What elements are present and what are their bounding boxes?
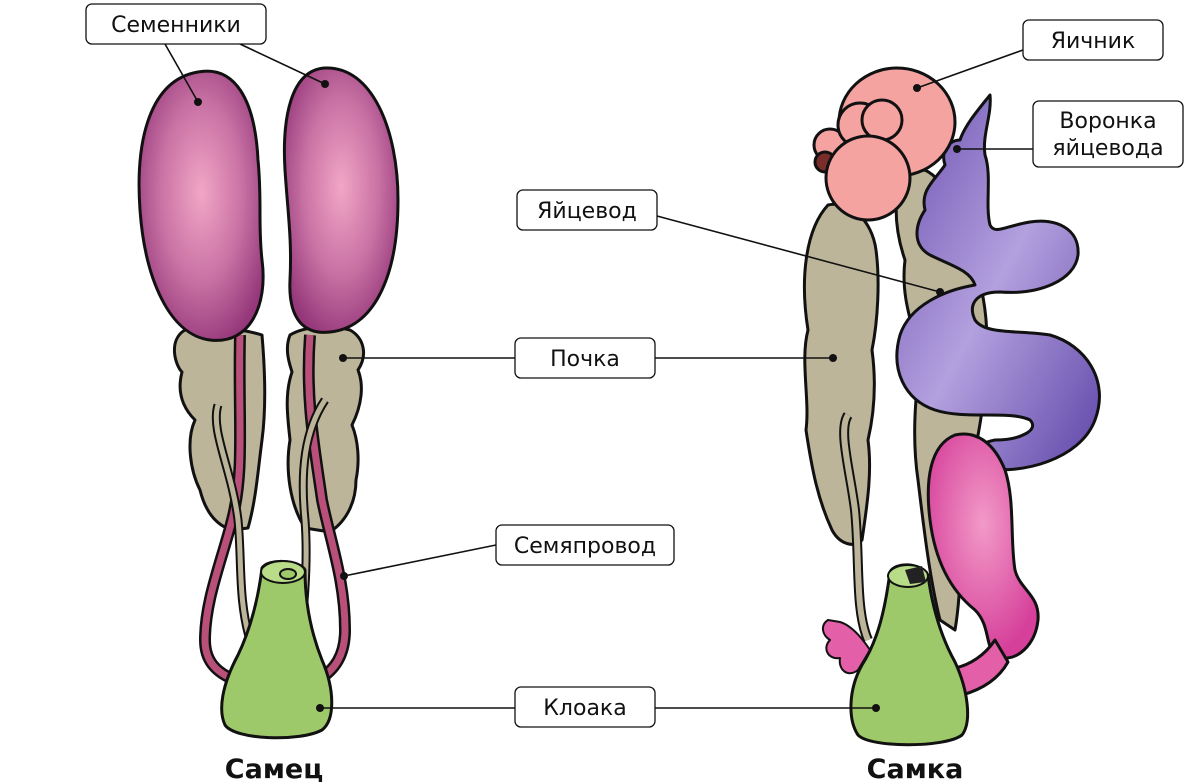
- male-organs: [137, 66, 400, 740]
- label-infundibulum-line1: Воронка: [1059, 109, 1156, 134]
- male-testis-right: [282, 66, 400, 334]
- label-cloaca-text: Клоака: [543, 696, 626, 721]
- caption-female: Самка: [867, 754, 964, 784]
- leader-lines: [164, 43, 1033, 712]
- label-ovary: Яичник: [1022, 19, 1164, 61]
- label-kidney-text: Почка: [550, 347, 620, 372]
- label-infundibulum: Воронка яйцевода: [1032, 100, 1184, 168]
- female-organs: [803, 66, 1101, 747]
- label-testes: Семенники: [85, 3, 267, 45]
- label-oviduct: Яйцевод: [516, 189, 658, 231]
- female-shell-gland: [926, 432, 1040, 660]
- female-kidney: [803, 202, 880, 546]
- label-oviduct-text: Яйцевод: [537, 199, 637, 224]
- label-vas-deferens: Семяпровод: [495, 524, 675, 566]
- label-testes-text: Семенники: [111, 13, 241, 38]
- female-vestigial-duct: [822, 619, 871, 675]
- female-cloaca: [849, 563, 970, 747]
- label-vas-deferens-text: Семяпровод: [514, 534, 656, 559]
- label-ovary-text: Яичник: [1051, 29, 1136, 54]
- label-infundibulum-line2: яйцевода: [1052, 136, 1163, 161]
- caption-male: Самец: [225, 754, 323, 784]
- male-testis-left: [137, 69, 265, 342]
- label-cloaca: Клоака: [514, 686, 656, 728]
- label-kidney: Почка: [514, 337, 656, 379]
